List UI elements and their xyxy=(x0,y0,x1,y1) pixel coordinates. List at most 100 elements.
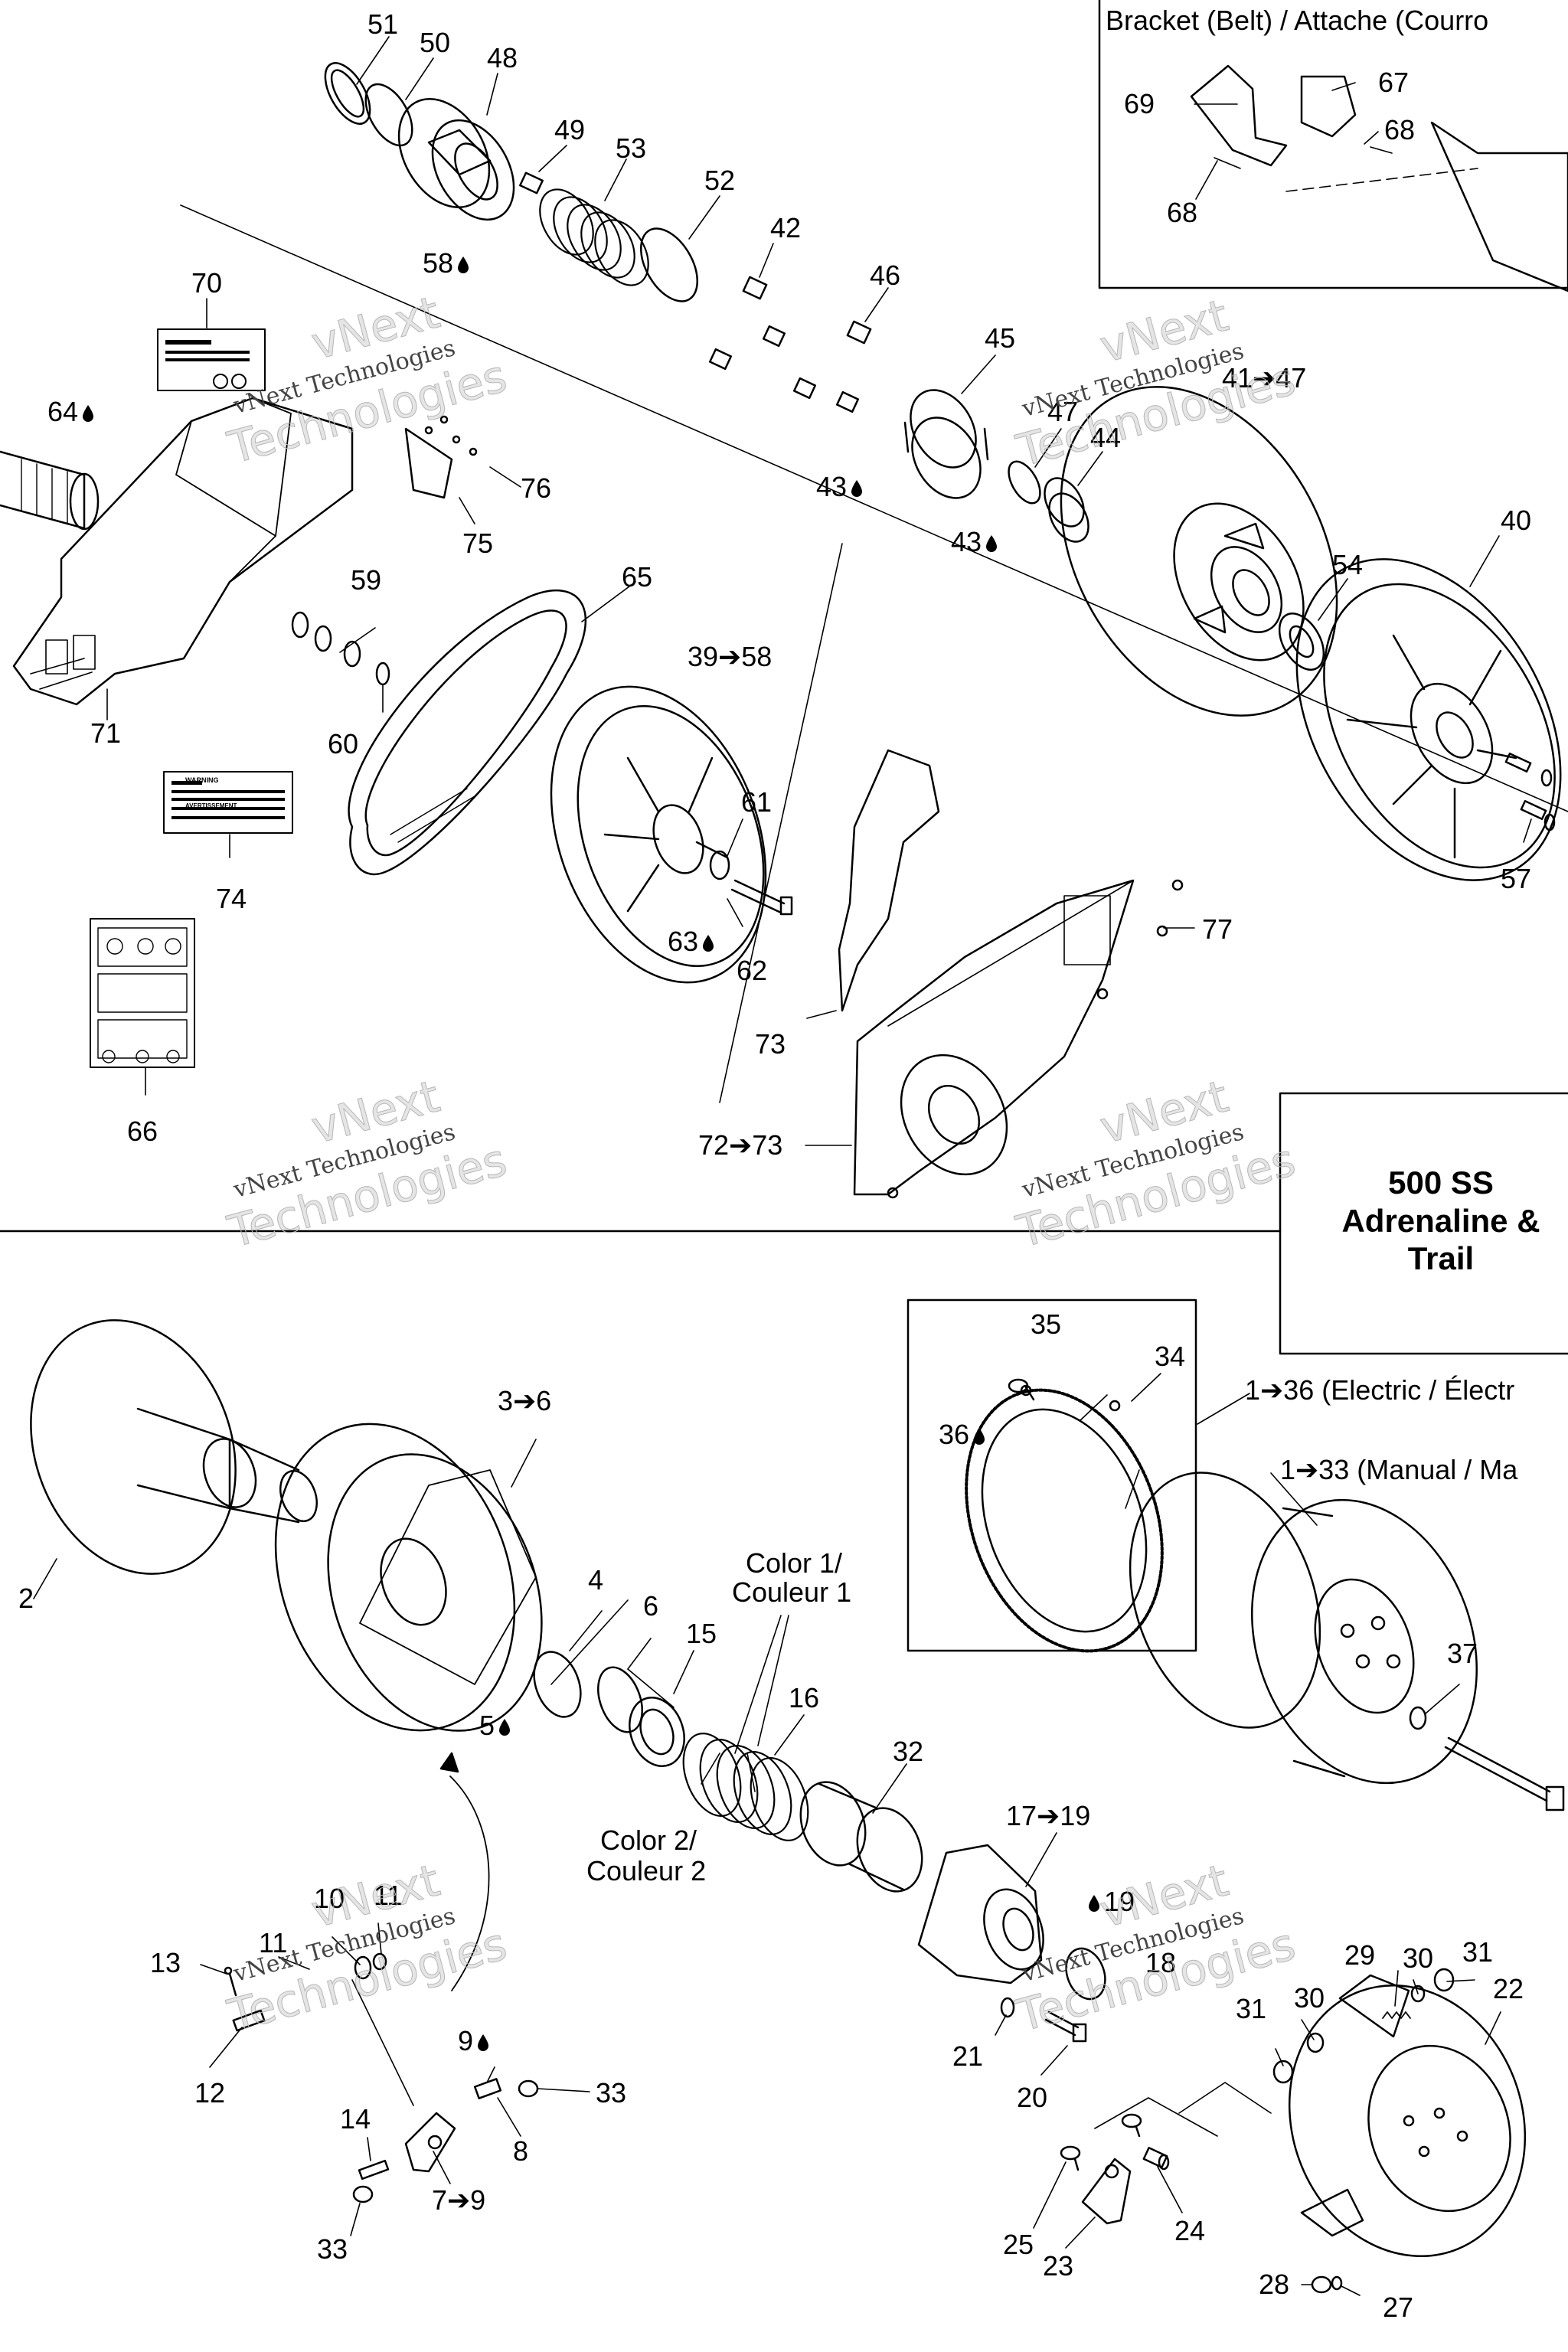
part-20-screw xyxy=(1044,2011,1087,2043)
label-part-34: 34 xyxy=(1155,1341,1186,1372)
label-part-43b: 43 xyxy=(951,528,998,556)
part-30-washer-a xyxy=(1410,1984,1426,2003)
part-60-washer xyxy=(375,662,390,686)
label-part-44: 44 xyxy=(1090,422,1122,453)
arrow-weight-assembly xyxy=(449,1775,490,1991)
label-part-41-47: 41➔47 xyxy=(1222,362,1307,394)
part-45-cylinder xyxy=(903,389,989,499)
bracket-lines-23-25 xyxy=(1094,2097,1218,2137)
model-name-line3: Trail xyxy=(1407,1240,1475,1277)
part-21-washer xyxy=(1000,1997,1015,2018)
part-13-screw xyxy=(224,1966,237,1997)
part-32-cylinder xyxy=(799,1781,923,1893)
label-part-30a: 30 xyxy=(1403,1942,1434,1974)
part-15-washer xyxy=(629,1696,685,1768)
label-part-57: 57 xyxy=(1501,863,1532,894)
part-54-washer xyxy=(1278,612,1325,671)
part-75-bracket xyxy=(404,415,478,499)
label-part-47: 47 xyxy=(1047,396,1079,427)
label-part-8: 8 xyxy=(513,2135,529,2167)
part-52-ring xyxy=(639,227,699,302)
part-23-arm xyxy=(1081,2158,1132,2225)
lubricant-drop-icon xyxy=(1089,1895,1099,1912)
label-part-2: 2 xyxy=(18,1583,34,1614)
label-part-58: 58 xyxy=(423,250,470,277)
label-part-11b: 11 xyxy=(259,1927,288,1958)
part-71-guard xyxy=(12,397,354,706)
part-46-slider xyxy=(846,320,872,345)
label-part-73: 73 xyxy=(755,1028,786,1060)
part-14-pin xyxy=(358,2159,390,2180)
label-part-72-73: 72➔73 xyxy=(698,1129,783,1161)
part-7-9-weight xyxy=(404,2112,456,2173)
label-part-12: 12 xyxy=(194,2077,226,2109)
part-73-cover xyxy=(838,749,1184,1199)
label-part-17-19: 17➔19 xyxy=(1006,1800,1091,1831)
part-12-pin xyxy=(232,2009,266,2032)
part-35-screw xyxy=(1008,1378,1035,1401)
model-box: 500 SS Adrenaline & Trail xyxy=(1280,1164,1568,1278)
leader-22-arrow xyxy=(1178,2082,1272,2114)
label-part-69: 69 xyxy=(1124,88,1155,119)
part-number: 64 xyxy=(47,396,79,427)
part-74-decal xyxy=(163,771,293,834)
part-number: 43 xyxy=(951,526,982,557)
part-1-33-drive-pulley xyxy=(1129,1472,1478,1785)
part-number: 63 xyxy=(668,926,699,957)
part-24-pin xyxy=(1142,2147,1170,2171)
label-part-29: 29 xyxy=(1344,1939,1376,1971)
label-part-54: 54 xyxy=(1332,549,1364,580)
label-part-64: 64 xyxy=(47,398,95,426)
label-part-6: 6 xyxy=(643,1590,659,1622)
part-59-washers xyxy=(291,611,361,668)
part-34-ring-gear xyxy=(965,1384,1164,1653)
electric-callout: 1➔36 (Electric / Électr xyxy=(1245,1374,1515,1406)
label-part-31a: 31 xyxy=(1462,1936,1494,1968)
lubricant-drop-icon xyxy=(499,1719,511,1736)
label-part-9: 9 xyxy=(458,2027,490,2055)
label-part-51: 51 xyxy=(368,8,399,40)
color1-label-fr: Couleur 1 xyxy=(732,1576,852,1608)
label-part-74: 74 xyxy=(216,883,247,914)
part-number: 9 xyxy=(458,2025,474,2056)
leader-39-58 xyxy=(719,543,843,1103)
part-42-slider xyxy=(708,276,860,413)
label-part-65: 65 xyxy=(622,561,653,593)
label-part-14: 14 xyxy=(340,2103,371,2135)
decal-74-warning: WARNING xyxy=(185,776,219,784)
label-part-28: 28 xyxy=(1259,2269,1290,2300)
part-3-6-sheave xyxy=(274,1423,543,1732)
part-2-sheave xyxy=(30,1319,318,1575)
manual-callout: 1➔33 (Manual / Ma xyxy=(1280,1454,1518,1485)
label-part-4: 4 xyxy=(588,1564,604,1596)
part-number: 5 xyxy=(479,1710,495,1741)
lubricant-drop-icon xyxy=(458,256,469,273)
color1-label: Color 1/ xyxy=(746,1547,843,1579)
label-part-68a: 68 xyxy=(1384,114,1416,145)
model-name-line1: 500 SS xyxy=(1388,1165,1494,1200)
label-part-36: 36 xyxy=(939,1421,986,1449)
color2-label-fr: Couleur 2 xyxy=(586,1855,707,1886)
part-27-washer xyxy=(1331,2275,1343,2291)
part-70-decal xyxy=(157,328,266,391)
label-part-33a: 33 xyxy=(596,2077,627,2109)
part-31-nut-b xyxy=(1272,2060,1294,2084)
model-box-frame xyxy=(1279,1092,1568,1355)
label-part-63: 63 xyxy=(668,928,715,956)
part-29-spring xyxy=(1382,2011,1411,2019)
part-33-nut-b xyxy=(352,2185,374,2203)
lubricant-drop-icon xyxy=(703,935,714,952)
label-part-24: 24 xyxy=(1174,2215,1206,2246)
label-part-27: 27 xyxy=(1383,2292,1414,2323)
label-part-61: 61 xyxy=(741,786,773,818)
label-part-37: 37 xyxy=(1447,1638,1478,1669)
part-53-spring xyxy=(539,188,649,286)
label-part-5: 5 xyxy=(479,1712,511,1740)
part-51-circlip xyxy=(324,62,371,125)
part-16-spring xyxy=(682,1733,809,1841)
lubricant-drop-icon xyxy=(851,480,863,497)
label-part-39-58: 39➔58 xyxy=(688,641,773,672)
part-50-ring xyxy=(364,83,413,147)
